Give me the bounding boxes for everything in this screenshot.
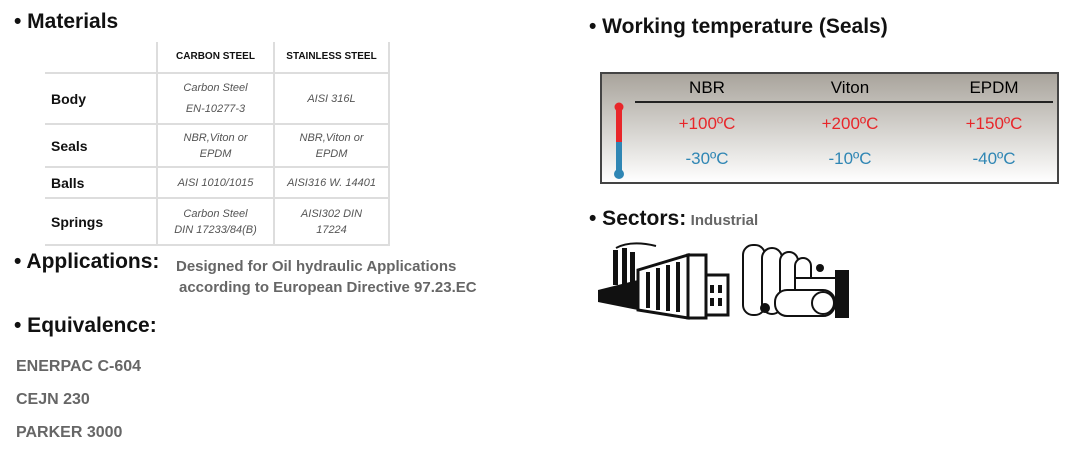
factory-icon xyxy=(598,242,730,320)
sectors-title: • Sectors: xyxy=(589,207,687,230)
temperature-heading: • Working temperature (Seals) xyxy=(589,15,888,38)
cell-line: EPDM xyxy=(315,147,348,160)
equivalence-item: ENERPAC C-604 xyxy=(16,358,142,375)
cell-line: EN-10277-3 xyxy=(185,103,246,115)
row-label: Springs xyxy=(45,197,158,246)
cell: AISI 1010/1015 xyxy=(156,166,275,199)
equivalence-heading: • Equivalence: xyxy=(14,314,157,337)
col-stainless-steel: STAINLESS STEEL xyxy=(273,42,390,74)
cell-line: Carbon Steel xyxy=(183,82,248,94)
temp-min: -10ºC xyxy=(828,149,872,168)
temp-max: +200ºC xyxy=(821,114,879,133)
applications-line: according to European Directive 97.23.EC xyxy=(179,279,477,296)
temp-max: +150ºC xyxy=(965,114,1023,133)
temperature-panel: NBR Viton EPDM +100ºC +200ºC +150ºC -30º… xyxy=(600,72,1059,184)
cell-line: DIN 17233/84(B) xyxy=(174,223,257,236)
cell: NBR,Viton or EPDM xyxy=(156,123,275,168)
col-carbon-steel: CARBON STEEL xyxy=(156,42,275,74)
temp-col-nbr: NBR xyxy=(689,78,725,97)
cell-line: 17224 xyxy=(316,223,347,236)
temp-max: +100ºC xyxy=(678,114,736,133)
equivalence-list: ENERPAC C-604 CEJN 230 PARKER 3000 xyxy=(16,350,141,449)
materials-heading: • Materials xyxy=(14,10,119,33)
thermometer-icon xyxy=(614,102,624,179)
cell: AISI 316L xyxy=(273,72,390,125)
equivalence-item: PARKER 3000 xyxy=(16,424,123,441)
row-label: Body xyxy=(45,72,158,125)
industrial-plant-icon xyxy=(742,244,849,318)
temp-col-epdm: EPDM xyxy=(969,78,1019,97)
cell-line: NBR,Viton or xyxy=(183,131,248,144)
cell-line: EPDM xyxy=(199,147,232,160)
cell: NBR,Viton or EPDM xyxy=(273,123,390,168)
table-row: Seals NBR,Viton or EPDM NBR,Viton or EPDM xyxy=(45,123,390,168)
cell: AISI316 W. 14401 xyxy=(273,166,390,199)
cell: AISI302 DIN 17224 xyxy=(273,197,390,246)
applications-text: Designed for Oil hydraulic Applications a… xyxy=(176,256,477,298)
row-label: Balls xyxy=(45,166,158,199)
cell-line: Carbon Steel xyxy=(183,207,248,220)
temp-min: -30ºC xyxy=(685,149,729,168)
sectors-heading: • Sectors: Industrial xyxy=(589,207,758,231)
temp-col-viton: Viton xyxy=(830,78,870,97)
temp-min: -40ºC xyxy=(972,149,1016,168)
sectors-value: Industrial xyxy=(690,212,759,229)
applications-heading: • Applications: xyxy=(14,250,160,273)
header-divider xyxy=(635,101,1053,103)
equivalence-item: CEJN 230 xyxy=(16,391,90,408)
cell-line: NBR,Viton or xyxy=(299,131,364,144)
applications-line: Designed for Oil hydraulic Applications xyxy=(176,258,457,275)
cell-line: AISI302 DIN xyxy=(300,207,363,220)
row-label: Seals xyxy=(45,123,158,168)
